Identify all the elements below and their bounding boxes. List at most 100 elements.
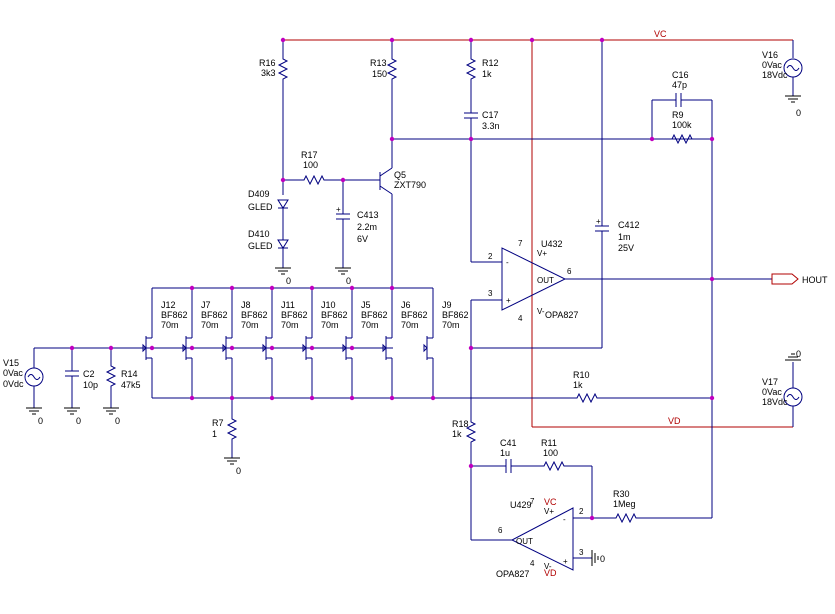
c413-ref: C413 [357,210,379,220]
vc-net-label: VC [654,29,667,39]
c16-value: 47p [672,80,687,90]
u429-pin3: 3 [579,548,584,557]
junction-dot [430,395,436,401]
junction-dot [229,285,235,291]
c413-capacitor: + 0 C413 2.2m 6V [334,180,379,286]
jfet-model: BF862 [442,310,469,320]
jfet-ref: J8 [241,300,251,310]
c412-capacitor: + C412 1m 25V [471,40,640,349]
r16-resistor: R16 3k3 [259,40,288,195]
junction-dot [108,345,114,351]
r14-ground-label: 0 [115,416,120,426]
c413-plus: + [336,205,341,214]
junction-dot [229,345,235,351]
d409-led: D409 GLED [248,189,289,240]
jfet-ref: J11 [281,300,295,310]
junction-dot [389,395,395,401]
r13-ref: R13 [370,58,387,68]
r12-resistor: R12 1k [466,40,499,113]
c41-value: 1u [500,448,510,458]
c413-ground-label: 0 [346,276,351,286]
jfet-ref: J10 [321,300,336,310]
jfet-ref: J9 [442,300,452,310]
hout-port: HOUT [771,273,828,285]
junction-dot [189,345,195,351]
u432-vplus: V+ [537,249,547,258]
r9-value: 100k [672,120,692,130]
junction-dot [309,285,315,291]
c413-rating: 6V [357,234,368,244]
u429-ref: U429 [510,500,532,510]
junction-dot [149,345,155,351]
v17-dc: 18Vdc [762,397,788,407]
v17-ref: V17 [762,377,778,387]
c412-rating: 25V [618,243,634,253]
junction-dot [269,395,275,401]
jfet-array: J12BF86270mJ7BF86270mJ8BF86270mJ11BF8627… [34,287,573,399]
jfet-ref: J12 [161,300,176,310]
u429-pin2: 2 [579,507,584,516]
r18-value: 1k [452,429,462,439]
r14-resistor: 0 R14 47k5 [102,348,141,426]
u432-opamp: - + 2 3 7 4 V+ V- OUT 6 U432 OPA827 [470,239,772,418]
junction-dot [349,395,355,401]
c412-value: 1m [618,232,631,242]
r7-resistor: 0 R7 1 [212,398,241,476]
v17-source: 0 V17 0Vac 18Vdc [762,349,803,427]
r17-ref: R17 [301,150,318,160]
jfet-model: BF862 [281,310,308,320]
v15-ref: V15 [3,358,19,368]
r10-value: 1k [573,380,583,390]
c16-capacitor: C16 47p [651,70,712,139]
d410-led: 0 D410 GLED [248,229,292,286]
r11-resistor: R11 100 [539,438,593,518]
u429-pin7: 7 [530,497,535,506]
jfet-value: 70m [442,320,460,330]
u429-minus: - [563,515,566,524]
u432-pin7: 7 [518,239,523,248]
u432-out: OUT [537,276,554,285]
r11-ref: R11 [541,438,557,448]
u432-pin4: 4 [518,314,523,323]
junction-dot [709,276,715,282]
v16-source: 0 V16 0Vac 18Vdc [762,40,803,118]
junction-dot [349,285,355,291]
c41-capacitor: C41 1u [471,438,540,473]
jfet-ref: J7 [201,300,211,310]
r16-value: 3k3 [261,68,276,78]
r12-ref: R12 [482,58,499,68]
r10-resistor: R10 1k [572,370,712,403]
junction-dot [269,285,275,291]
r12-value: 1k [482,69,492,79]
v16-dc: 18Vdc [762,70,788,80]
junction-dot [709,136,715,142]
junction-dot [229,395,235,401]
d410-value: GLED [248,241,273,251]
jfet-ref: J6 [401,300,411,310]
u432-pin2: 2 [488,252,493,261]
junction-dot [69,345,75,351]
r9-ref: R9 [672,110,684,120]
junction-dot [599,37,605,43]
v15-ground-label: 0 [38,416,43,426]
junction-dot [468,37,474,43]
c17-ref: C17 [482,110,499,120]
junction-dot [189,285,195,291]
vc-rail: VC [283,29,793,41]
c413-value: 2.2m [357,222,377,232]
u429-pin4: 4 [530,559,535,568]
r7-ground-label: 0 [236,466,241,476]
u432-plus-sign: + [506,296,511,305]
r14-ref: R14 [121,369,138,379]
jfet-value: 70m [241,320,259,330]
jfet-model: BF862 [201,310,228,320]
c16-ref: C16 [672,70,689,80]
u429-vminus: V- [544,562,552,571]
u432-pin3: 3 [488,289,493,298]
d409-ref: D409 [248,189,270,199]
junction-dot [189,395,195,401]
r10-ref: R10 [573,370,590,380]
